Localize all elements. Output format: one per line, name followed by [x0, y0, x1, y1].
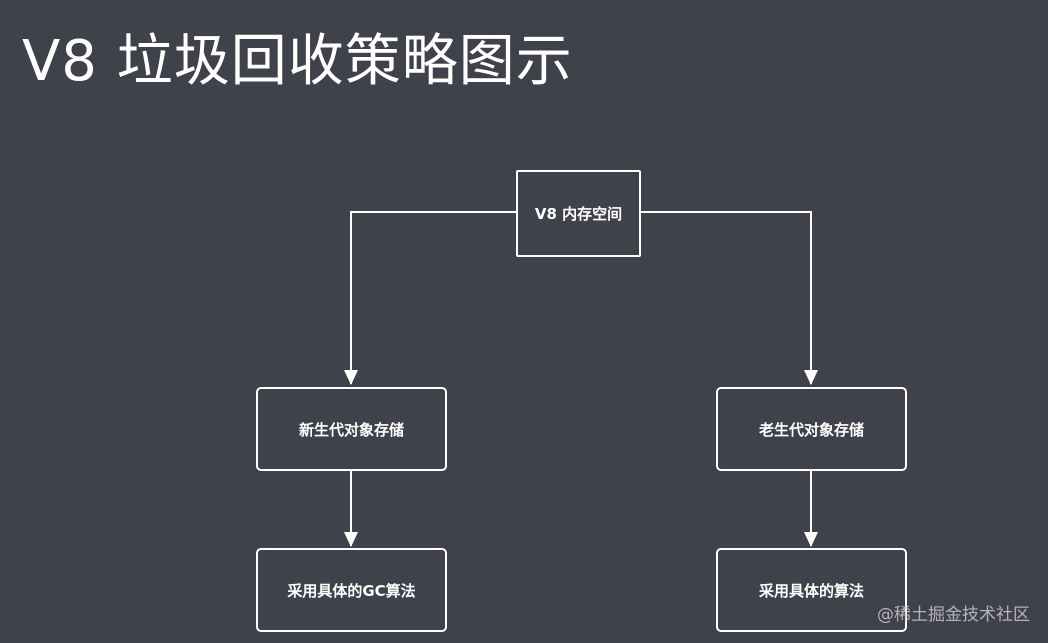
node-young-gc-algorithm: 采用具体的GC算法 — [256, 548, 447, 632]
node-young-gc-algorithm-label: 采用具体的GC算法 — [287, 581, 416, 600]
node-old-generation: 老生代对象存储 — [716, 387, 907, 471]
node-old-generation-label: 老生代对象存储 — [758, 420, 864, 439]
node-old-gc-algorithm: 采用具体的算法 — [716, 548, 907, 632]
node-v8-memory-space: V8 内存空间 — [516, 170, 641, 257]
arrow-young-to-algo — [344, 532, 358, 547]
node-young-generation-label: 新生代对象存储 — [298, 420, 404, 439]
edge-root-to-old — [640, 211, 812, 384]
node-v8-memory-space-label: V8 内存空间 — [534, 205, 623, 223]
arrow-old-to-algo — [804, 532, 818, 547]
diagram-title: V8 垃圾回收策略图示 — [22, 29, 573, 94]
node-old-gc-algorithm-label: 采用具体的算法 — [758, 581, 864, 600]
arrow-root-to-old — [804, 370, 818, 385]
node-young-generation: 新生代对象存储 — [256, 387, 447, 471]
watermark: @稀土掘金技术社区 — [877, 605, 1030, 625]
arrow-root-to-young — [344, 370, 358, 385]
edge-root-to-young — [350, 211, 516, 384]
